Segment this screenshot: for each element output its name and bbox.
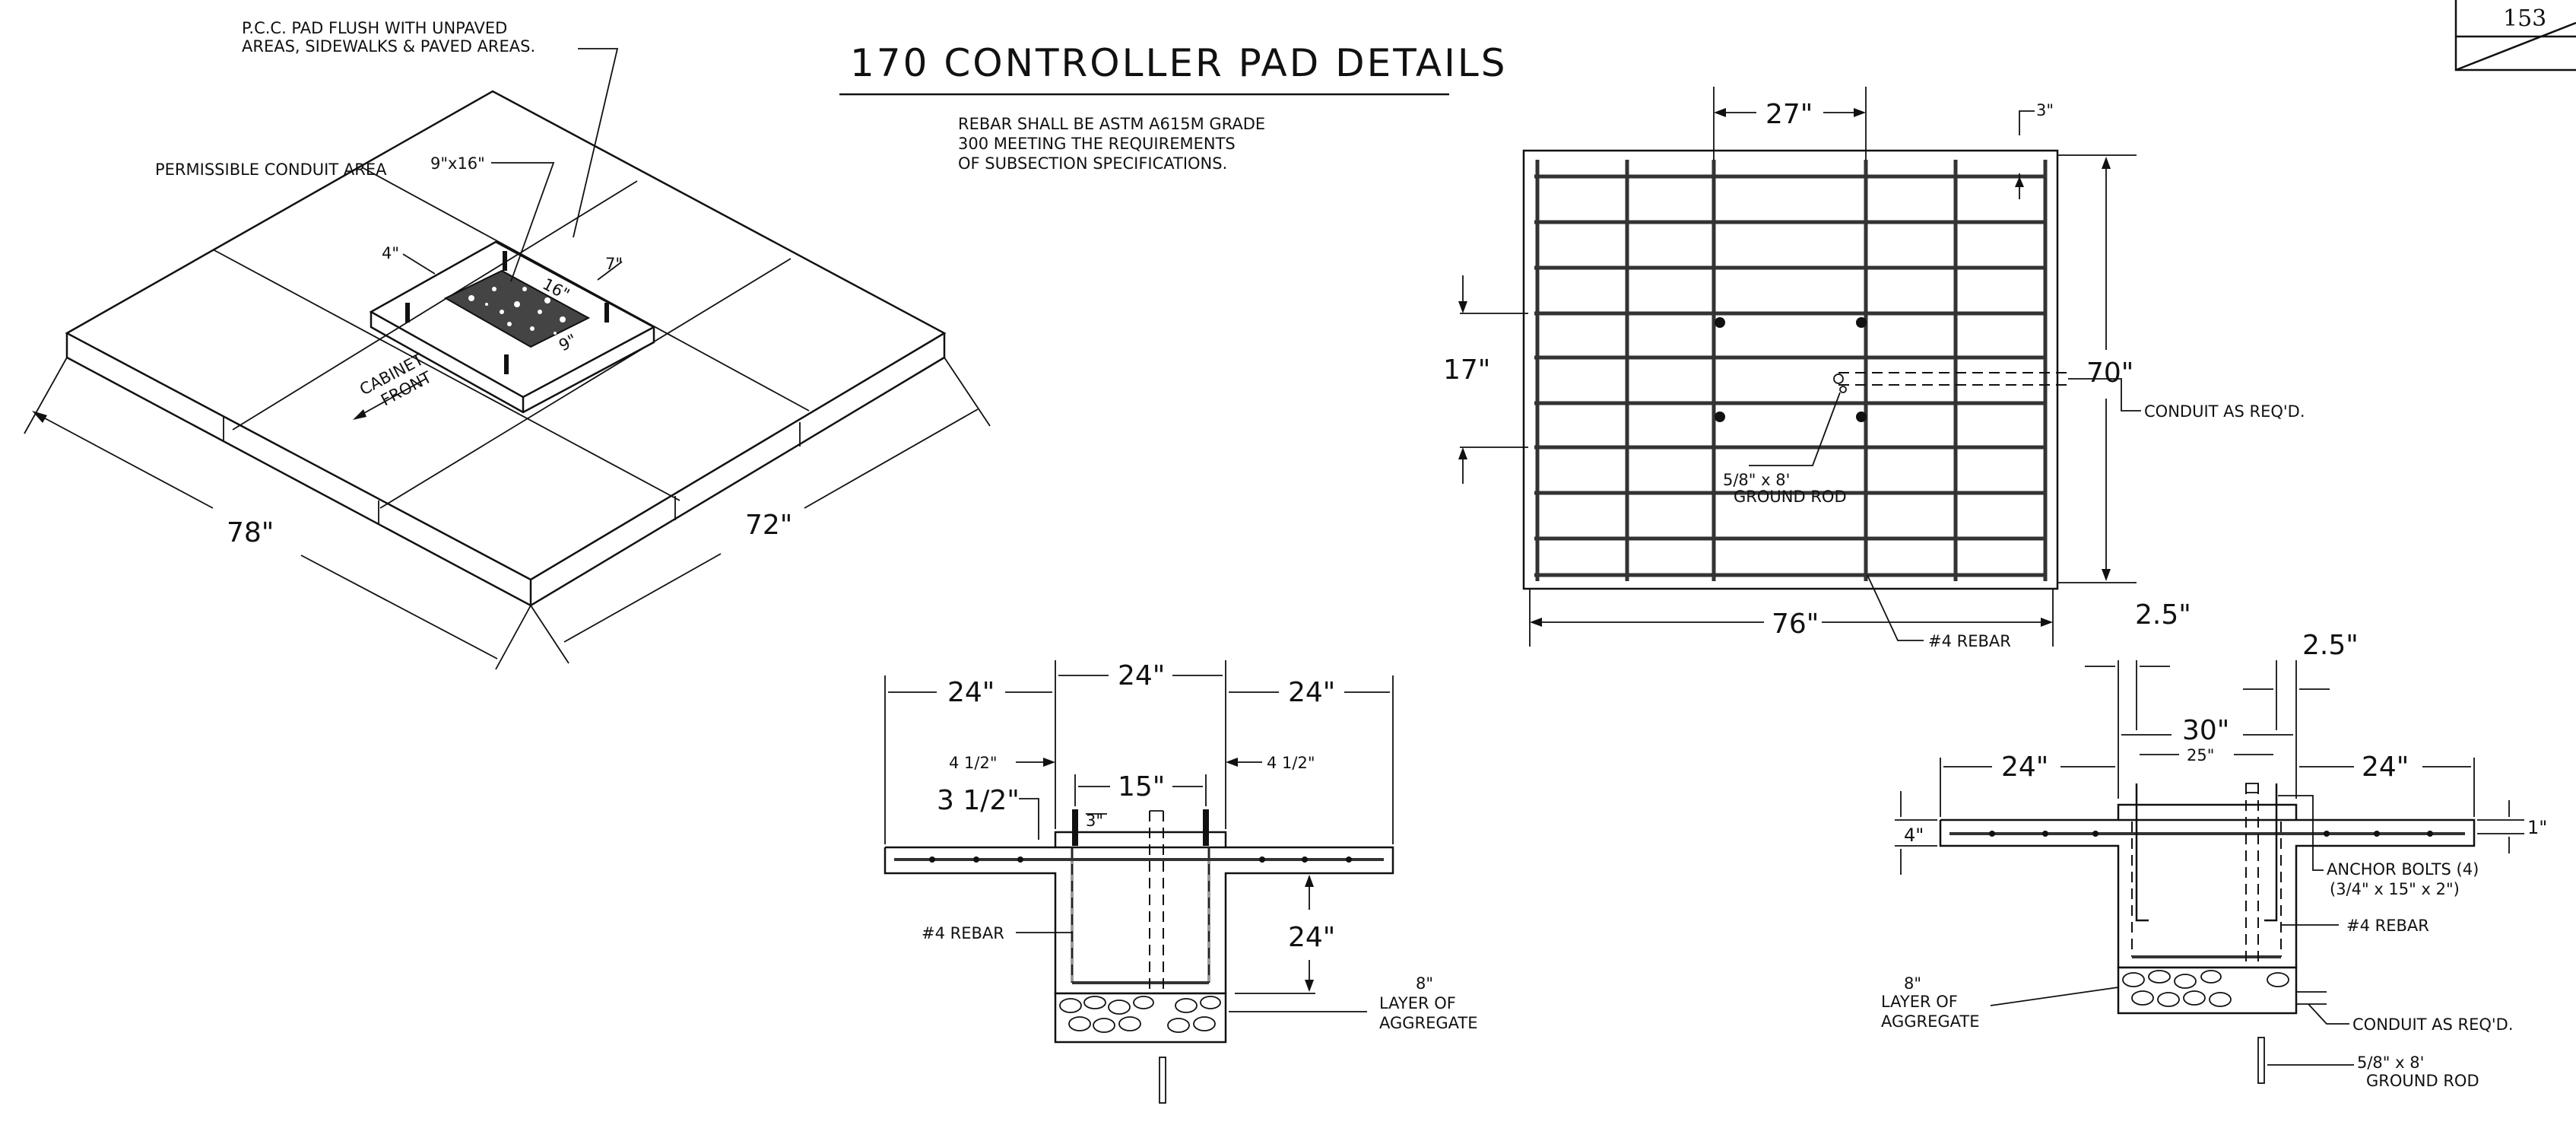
section-b-slab [1939,803,2476,969]
plan-dim-76: 76" [1772,609,1819,640]
section-a-aggregate-line-3: AGGREGATE [1379,1014,1478,1032]
section-a-aggregate-line-1: 8" [1416,974,1433,993]
rebar-note-line-3: OF SUBSECTION SPECIFICATIONS. [958,154,1227,173]
conduit-area-label: PERMISSIBLE CONDUIT AREA [155,160,387,179]
plan-rebars-vertical [1535,160,2048,581]
section-b-dim-2-5b: 2.5" [2302,630,2359,661]
pcc-note-line-2: AREAS, SIDEWALKS & PAVED AREAS. [242,37,535,56]
plan-dim-17: 17" [1443,354,1490,386]
section-a-dim-mid: 24" [1118,660,1165,691]
title-block: 170 CONTROLLER PAD DETAILS REBAR SHALL B… [839,41,1507,173]
section-a-aggregate-line-2: LAYER OF [1379,994,1456,1012]
section-a-dim-4half-r: 4 1/2" [1267,754,1315,772]
rebar-note-line-1: REBAR SHALL BE ASTM A615M GRADE [958,115,1265,133]
conduit-area-hatch [443,269,591,348]
plan-anchor-bolts [1715,317,1867,422]
section-b-dim-25: 25" [2187,746,2214,764]
iso-dim-4: 4" [382,244,399,262]
section-b-rebar-label: #4 REBAR [2346,917,2429,935]
section-a: 24" 24" 24" 4 1/2" 4 1/2" 15" 3 1/2" 3" … [884,660,1478,1104]
section-b-aggregate [2117,966,2298,1015]
drawing-title: 170 CONTROLLER PAD DETAILS [850,41,1507,85]
plan-rebar-label: #4 REBAR [1928,632,2011,650]
iso-dim-72: 72" [745,510,792,541]
section-a-slab [884,831,1394,995]
section-b: 2.5" 2.5" 30" 25" 24" 24" 4" 1" ANCHOR [1881,599,2547,1090]
section-b-conduit-label: CONDUIT AS REQ'D. [2352,1015,2514,1034]
section-b-aggregate-line-2: LAYER OF [1881,993,1958,1011]
section-a-dim-3half: 3 1/2" [937,785,1020,816]
section-b-dim-1: 1" [2527,817,2547,838]
section-b-dim-30: 30" [2182,715,2229,746]
section-b-ground-rod-line-2: GROUND ROD [2366,1072,2479,1090]
plan-conduit-label: CONDUIT AS REQ'D. [2144,402,2305,421]
section-a-dim-left: 24" [947,677,995,708]
rebar-note-line-2: 300 MEETING THE REQUIREMENTS [958,135,1236,153]
pcc-note-line-1: P.C.C. PAD FLUSH WITH UNPAVED [242,19,507,37]
section-b-aggregate-line-1: 8" [1904,974,1921,993]
section-a-dim-right: 24" [1288,677,1335,708]
section-a-dim-15: 15" [1118,771,1165,802]
section-a-dim-depth: 24" [1288,922,1335,953]
section-b-dim-right: 24" [2362,752,2409,783]
section-a-dim-3: 3" [1086,812,1103,830]
iso-dim-7: 7" [605,255,623,273]
plan-ground-rod-line-1: 5/8" x 8' [1723,471,1790,489]
section-b-aggregate-line-3: AGGREGATE [1881,1012,1980,1031]
pad-outline [1522,149,2059,590]
section-b-anchor-line-2: (3/4" x 15" x 2") [2330,880,2460,898]
section-b-dim-left: 24" [2001,752,2048,783]
anchor-bolts [405,251,609,374]
plan-view: CONDUIT AS REQ'D. 5/8" x 8' GROUND ROD 2… [1443,87,2305,650]
plan-ground-rod-line-2: GROUND ROD [1734,488,1847,506]
section-a-rebar-label: #4 REBAR [922,924,1004,942]
section-a-dim-4half-l: 4 1/2" [949,754,998,772]
iso-dim-9: 9" [556,330,580,354]
iso-dim-78: 78" [227,517,274,548]
plan-dim-27: 27" [1765,99,1813,130]
sheet-number-box: 153 [2454,0,2576,72]
conduit-size-label: 9"x16" [430,154,485,173]
isometric-view: P.C.C. PAD FLUSH WITH UNPAVED AREAS, SID… [24,19,991,670]
section-b-dim-4: 4" [1904,825,1924,846]
plan-rebars-horizontal [1534,174,2047,577]
section-b-dim-2-5a: 2.5" [2135,599,2191,631]
section-b-anchor-line-1: ANCHOR BOLTS (4) [2327,860,2479,879]
cabinet-front-arrow [357,378,427,418]
sheet-number: 153 [2503,5,2546,32]
plan-dim-3: 3" [2036,101,2054,119]
plan-dim-70: 70" [2086,358,2133,389]
section-b-ground-rod-line-1: 5/8" x 8' [2357,1053,2424,1072]
